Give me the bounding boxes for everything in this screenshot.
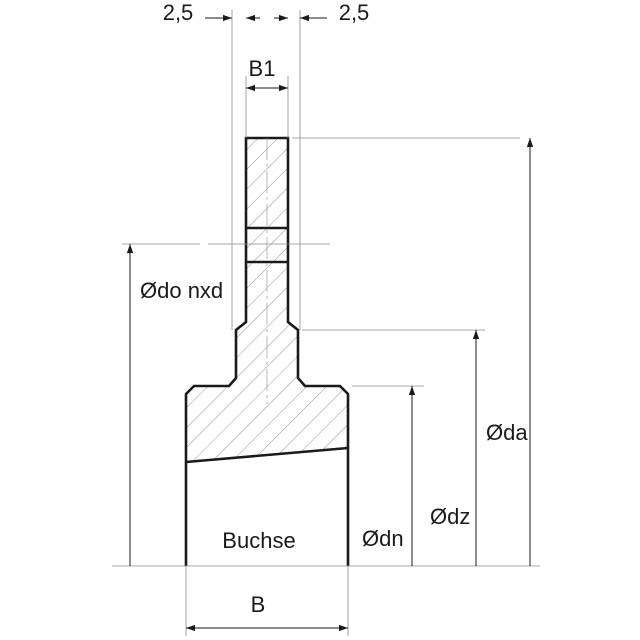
b1-label: B1 [249,56,276,81]
dn-label: Ødn [362,526,404,551]
labels: 2,5 2,5 B1 Ødo nxd Øda Ødz Ødn Buchse B [140,0,528,617]
dimension-lines [126,14,534,632]
weld-boundary-line [185,446,349,464]
gap-right-label: 2,5 [339,0,370,25]
hatched-section [184,136,350,566]
gap-left-label: 2,5 [163,0,194,25]
b-label: B [251,592,266,617]
section-fill [186,138,348,462]
dz-label: Ødz [430,504,470,529]
bushing-label: Buchse [222,528,295,553]
do-nxd-label: Ødo nxd [140,278,223,303]
da-label: Øda [486,420,528,445]
